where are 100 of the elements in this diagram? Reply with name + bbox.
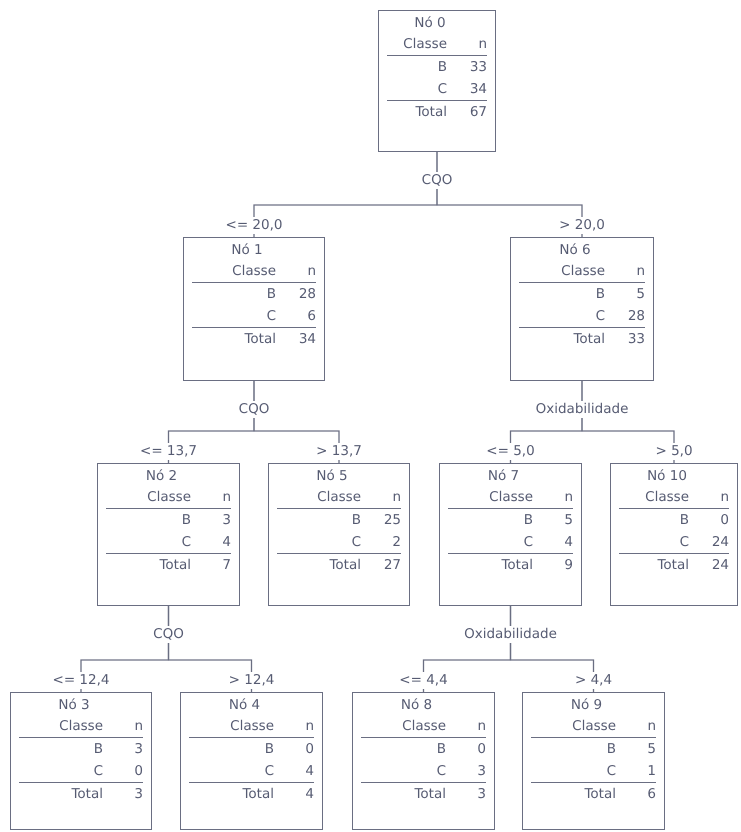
total-count: 33 — [626, 330, 645, 349]
class-count: 0 — [133, 762, 143, 781]
class-count: 3 — [221, 511, 231, 530]
column-header: Classe — [58, 717, 104, 736]
class-label: C — [436, 80, 448, 99]
class-label: B — [92, 740, 104, 759]
node-title: Nó 9 — [570, 696, 604, 715]
tree-node-box — [522, 692, 665, 830]
class-count: 5 — [646, 740, 656, 759]
class-label: C — [180, 533, 192, 552]
total-count: 67 — [468, 103, 487, 122]
tree-node-box — [268, 463, 410, 606]
column-header: n — [391, 488, 401, 507]
tree-node-box — [510, 237, 654, 381]
split-variable-label: Oxidabilidade — [462, 626, 559, 643]
column-header: Classe — [231, 262, 277, 281]
column-header: n — [563, 488, 573, 507]
column-header: Classe — [560, 262, 606, 281]
node-title: Nó 3 — [57, 696, 91, 715]
tree-node-box — [180, 692, 323, 830]
column-header: n — [719, 488, 729, 507]
column-header: n — [221, 488, 231, 507]
node-title: Nó 10 — [646, 467, 688, 486]
column-header: Classe — [402, 35, 448, 54]
class-count: 3 — [133, 740, 143, 759]
column-header: n — [646, 717, 656, 736]
column-header: Classe — [316, 488, 362, 507]
column-header: Classe — [229, 717, 275, 736]
class-label: B — [594, 285, 606, 304]
class-count: 4 — [221, 533, 231, 552]
node-title: Nó 6 — [558, 241, 592, 260]
node-title: Nó 4 — [228, 696, 262, 715]
class-count: 28 — [626, 307, 645, 326]
tree-node-box — [610, 463, 738, 606]
class-count: 4 — [563, 533, 573, 552]
class-label: C — [522, 533, 534, 552]
class-label: C — [264, 762, 275, 781]
column-header: n — [477, 35, 487, 54]
class-count: 4 — [304, 762, 314, 781]
split-variable-label: Oxidabilidade — [534, 401, 630, 418]
total-label: Total — [572, 330, 606, 349]
edge-label: <= 13,7 — [138, 443, 199, 460]
total-label: Total — [70, 785, 104, 804]
total-label: Total — [656, 556, 690, 575]
total-count: 27 — [382, 556, 401, 575]
edge-label: <= 20,0 — [224, 217, 284, 234]
class-count: 5 — [563, 511, 573, 530]
total-count: 6 — [646, 785, 656, 804]
class-label: C — [92, 762, 104, 781]
total-count: 3 — [133, 785, 143, 804]
total-label: Total — [583, 785, 617, 804]
class-label: B — [264, 740, 275, 759]
class-label: C — [350, 533, 362, 552]
total-label: Total — [241, 785, 275, 804]
total-label: Total — [328, 556, 362, 575]
class-count: 1 — [646, 762, 656, 781]
class-count: 33 — [468, 58, 487, 77]
class-count: 6 — [306, 307, 316, 326]
total-label: Total — [414, 103, 448, 122]
class-label: C — [266, 307, 277, 326]
total-label: Total — [243, 330, 277, 349]
total-label: Total — [158, 556, 192, 575]
total-count: 4 — [304, 785, 314, 804]
tree-node-box — [378, 10, 496, 152]
column-header: Classe — [644, 488, 690, 507]
class-count: 28 — [298, 285, 316, 304]
class-count: 0 — [304, 740, 314, 759]
node-title: Nó 0 — [413, 14, 447, 33]
class-count: 24 — [710, 533, 729, 552]
class-label: B — [180, 511, 192, 530]
class-count: 25 — [382, 511, 401, 530]
total-label: Total — [500, 556, 534, 575]
class-label: B — [522, 511, 534, 530]
class-label: B — [436, 740, 447, 759]
column-header: Classe — [401, 717, 447, 736]
split-variable-label: CQO — [420, 172, 454, 189]
class-count: 2 — [391, 533, 401, 552]
class-count: 3 — [476, 762, 486, 781]
class-label: B — [436, 58, 448, 77]
tree-node-box — [352, 692, 495, 830]
column-header: Classe — [488, 488, 534, 507]
split-variable-label: CQO — [236, 401, 272, 418]
total-count: 9 — [563, 556, 573, 575]
edge-label: <= 12,4 — [50, 672, 112, 689]
tree-node-box — [10, 692, 152, 830]
class-count: 0 — [719, 511, 729, 530]
column-header: n — [133, 717, 143, 736]
class-label: C — [594, 307, 606, 326]
class-label: B — [678, 511, 690, 530]
node-title: Nó 2 — [144, 467, 178, 486]
tree-node-box — [97, 463, 240, 606]
split-variable-label: CQO — [151, 626, 186, 643]
column-header: n — [476, 717, 486, 736]
class-label: C — [678, 533, 690, 552]
class-label: C — [606, 762, 617, 781]
column-header: Classe — [146, 488, 192, 507]
total-label: Total — [413, 785, 447, 804]
class-count: 34 — [468, 80, 487, 99]
tree-node-box — [439, 463, 582, 606]
node-title: Nó 8 — [400, 696, 434, 715]
